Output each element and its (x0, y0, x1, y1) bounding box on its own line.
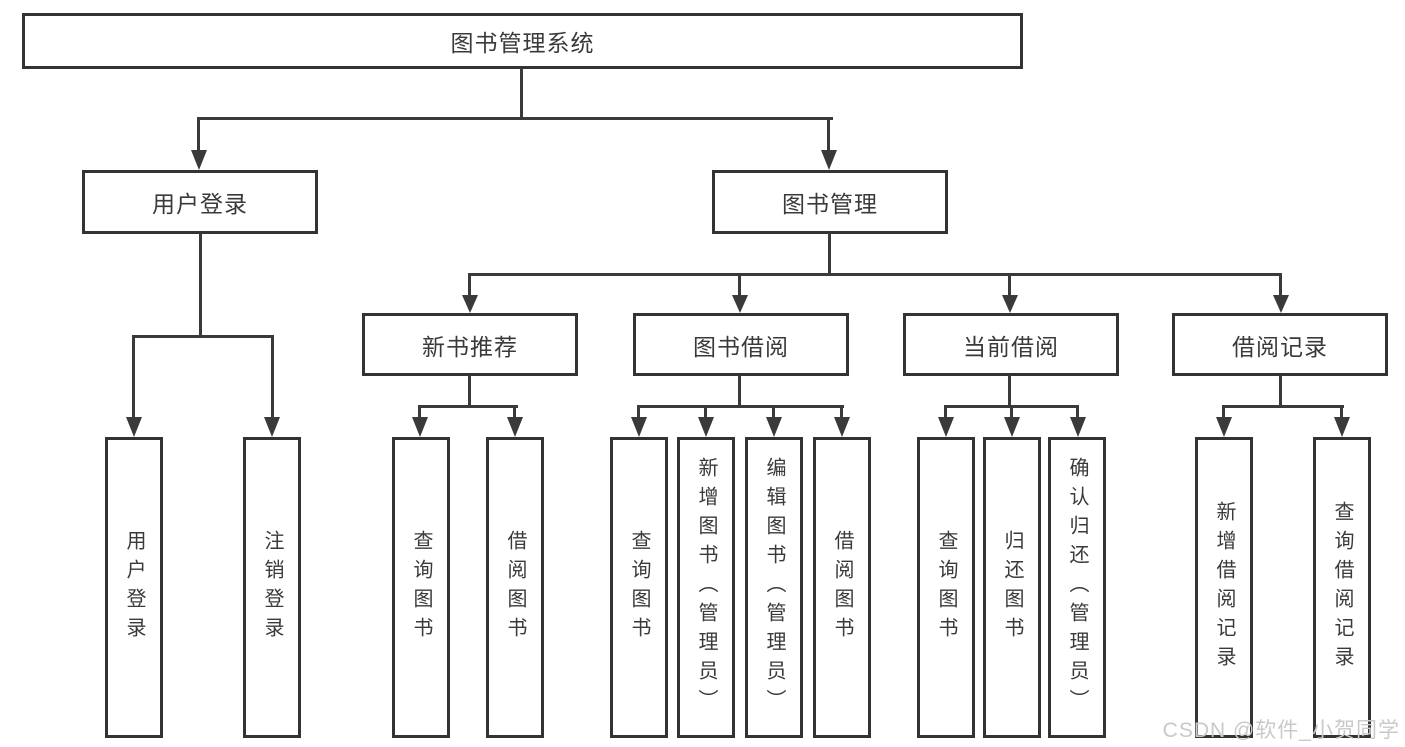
connector-drop (772, 405, 775, 419)
connector-records-bar (1222, 405, 1344, 408)
leaf-query-borrow-record: 查询借阅记录 (1313, 437, 1371, 738)
connector-root-bar (197, 117, 833, 120)
box-book-borrowing: 图书借阅 (633, 313, 849, 376)
leaf-label: 用户登录 (123, 529, 145, 646)
connector-book-mgmt-bar (468, 273, 1282, 276)
leaf-label: 编辑图书（管理员） (763, 457, 785, 718)
connector-drop (1076, 405, 1079, 419)
box-library-management-system: 图书管理系统 (22, 13, 1023, 69)
arrowhead-down-icon (821, 150, 837, 170)
connector-drop (468, 273, 471, 297)
arrowhead-down-icon (1070, 417, 1086, 437)
connector-recommend-bar (418, 405, 518, 408)
connector-drop (197, 117, 200, 152)
connector-drop (1340, 405, 1343, 419)
arrowhead-down-icon (1002, 295, 1018, 313)
arrowhead-down-icon (1273, 295, 1289, 313)
arrowhead-down-icon (1004, 417, 1020, 437)
connector-recommend-stem (468, 375, 471, 408)
connector-drop (1008, 273, 1011, 297)
csdn-watermark: CSDN @软件_小贺同学 (1162, 719, 1400, 742)
leaf-label: 查询图书 (410, 529, 432, 646)
root-label: 图书管理系统 (450, 30, 595, 56)
leaf-confirm-return-admin: 确认归还（管理员） (1048, 437, 1106, 738)
connector-book-mgmt-stem (828, 233, 831, 276)
leaf-label: 查询借阅记录 (1331, 500, 1353, 675)
connector-drop (1010, 405, 1013, 419)
connector-drop (840, 405, 843, 419)
connector-drop (1279, 273, 1282, 297)
arrowhead-down-icon (126, 417, 142, 437)
leaf-borrow-books-recommend: 借阅图书 (486, 437, 544, 738)
leaf-edit-book-admin: 编辑图书（管理员） (745, 437, 803, 738)
box-user-login: 用户登录 (82, 170, 318, 234)
arrowhead-down-icon (834, 417, 850, 437)
connector-borrowing-stem (738, 375, 741, 408)
arrowhead-down-icon (1216, 417, 1232, 437)
arrowhead-down-icon (766, 417, 782, 437)
box-label: 图书管理 (782, 191, 878, 217)
box-current-borrowing: 当前借阅 (903, 313, 1119, 376)
arrowhead-down-icon (191, 150, 207, 170)
box-label: 用户登录 (152, 191, 248, 217)
leaf-logout: 注销登录 (243, 437, 301, 738)
connector-drop (1222, 405, 1225, 419)
connector-drop (944, 405, 947, 419)
leaf-return-books: 归还图书 (983, 437, 1041, 738)
leaf-query-books-current: 查询图书 (917, 437, 975, 738)
leaf-label: 确认归还（管理员） (1066, 457, 1088, 718)
arrowhead-down-icon (631, 417, 647, 437)
box-book-management: 图书管理 (712, 170, 948, 234)
connector-drop (132, 335, 135, 419)
connector-drop (738, 273, 741, 297)
leaf-label: 查询图书 (935, 529, 957, 646)
arrowhead-down-icon (264, 417, 280, 437)
connector-current-stem (1008, 375, 1011, 408)
leaf-user-login: 用户登录 (105, 437, 163, 738)
leaf-label: 新增借阅记录 (1213, 500, 1235, 675)
arrowhead-down-icon (1334, 417, 1350, 437)
arrowhead-down-icon (698, 417, 714, 437)
connector-drop (513, 405, 516, 419)
arrowhead-down-icon (462, 295, 478, 313)
box-label: 当前借阅 (963, 333, 1059, 360)
leaf-query-books-recommend: 查询图书 (392, 437, 450, 738)
connector-drop (271, 335, 274, 419)
connector-root-stem (520, 68, 523, 118)
box-label: 新书推荐 (422, 333, 518, 360)
connector-records-stem (1279, 375, 1282, 408)
box-new-book-recommendation: 新书推荐 (362, 313, 578, 376)
leaf-add-borrow-record: 新增借阅记录 (1195, 437, 1253, 738)
connector-drop (704, 405, 707, 419)
arrowhead-down-icon (732, 295, 748, 313)
box-borrowing-records: 借阅记录 (1172, 313, 1388, 376)
leaf-label: 借阅图书 (831, 529, 853, 646)
leaf-borrow-books-borrowing: 借阅图书 (813, 437, 871, 738)
connector-user-login-bar (132, 335, 274, 338)
leaf-label: 注销登录 (261, 529, 283, 646)
arrowhead-down-icon (938, 417, 954, 437)
leaf-add-book-admin: 新增图书（管理员） (677, 437, 735, 738)
arrowhead-down-icon (507, 417, 523, 437)
arrowhead-down-icon (412, 417, 428, 437)
connector-borrowing-bar (637, 405, 844, 408)
box-label: 图书借阅 (693, 333, 789, 360)
connector-user-login-stem (199, 233, 202, 338)
leaf-label: 新增图书（管理员） (695, 457, 717, 718)
leaf-query-books-borrowing: 查询图书 (610, 437, 668, 738)
leaf-label: 归还图书 (1001, 529, 1023, 646)
connector-drop (827, 117, 830, 152)
connector-drop (418, 405, 421, 419)
leaf-label: 借阅图书 (504, 529, 526, 646)
connector-drop (637, 405, 640, 419)
leaf-label: 查询图书 (628, 529, 650, 646)
box-label: 借阅记录 (1232, 333, 1328, 360)
